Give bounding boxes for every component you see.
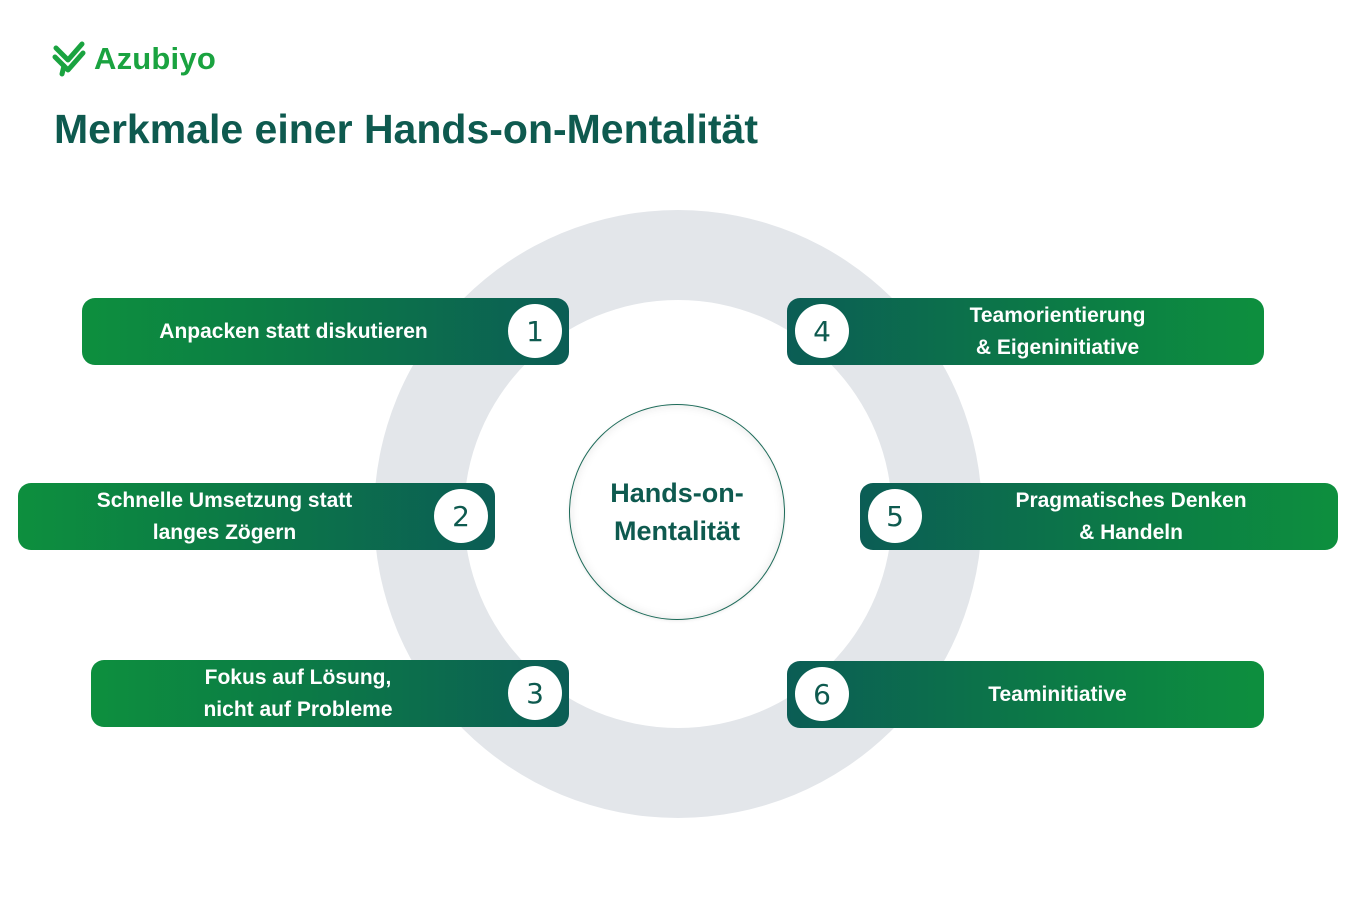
brand-logo[interactable]: Azubiyo xyxy=(52,38,216,80)
feature-pill-3: Fokus auf Lösung, nicht auf Probleme 3 xyxy=(91,660,569,727)
feature-pill-5: 5 Pragmatisches Denken & Handeln xyxy=(860,483,1338,550)
number-badge-6: 6 xyxy=(795,667,849,721)
center-circle: Hands-on- Mentalität xyxy=(569,404,785,620)
number-badge-1: 1 xyxy=(508,304,562,358)
brand-name: Azubiyo xyxy=(94,41,216,76)
feature-pill-2: Schnelle Umsetzung statt langes Zögern 2 xyxy=(18,483,495,550)
number-badge-2: 2 xyxy=(434,489,488,543)
feature-pill-1: Anpacken statt diskutieren 1 xyxy=(82,298,569,365)
page-title: Merkmale einer Hands-on-Mentalität xyxy=(54,106,758,152)
feature-label-3: Fokus auf Lösung, nicht auf Probleme xyxy=(203,665,393,721)
feature-pill-4: 4 Teamorientierung & Eigeninitiative xyxy=(787,298,1264,365)
feature-label-2: Schnelle Umsetzung statt langes Zögern xyxy=(96,488,353,544)
azubiyo-logo-icon xyxy=(52,41,86,77)
center-label: Hands-on- Mentalität xyxy=(610,478,744,546)
feature-label-5: Pragmatisches Denken & Handeln xyxy=(1015,488,1247,544)
number-badge-3: 3 xyxy=(508,666,562,720)
feature-label-1: Anpacken statt diskutieren xyxy=(159,319,428,343)
feature-label-4: Teamorientierung & Eigeninitiative xyxy=(969,303,1146,359)
number-badge-4: 4 xyxy=(795,304,849,358)
number-badge-5: 5 xyxy=(868,489,922,543)
feature-label-6: Teaminitiative xyxy=(988,682,1127,706)
feature-pill-6: 6 Teaminitiative xyxy=(787,661,1264,728)
